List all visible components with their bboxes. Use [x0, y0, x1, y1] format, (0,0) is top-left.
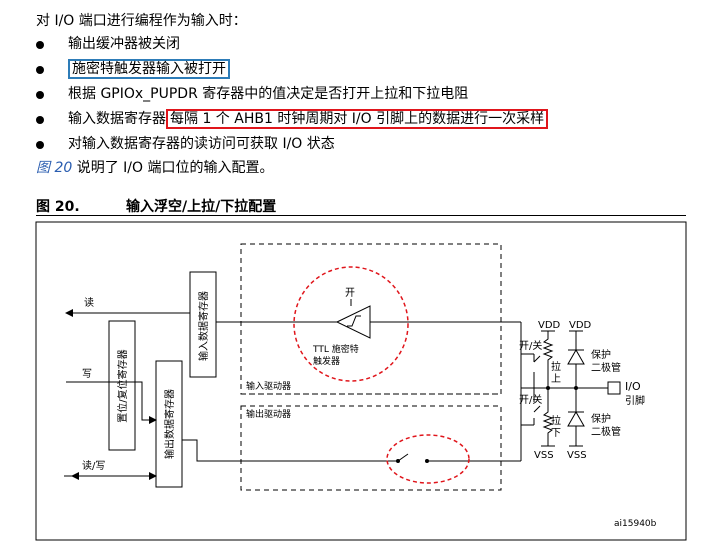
- bullet-text-prefix: 输入数据寄存器: [68, 111, 166, 127]
- figure-reference: 图 20 说明了 I/O 端口位的输入配置。: [36, 157, 273, 177]
- protect-diode-top: [567, 348, 585, 365]
- highlighted-bullet-text: 施密特触发器输入被打开: [68, 59, 230, 79]
- schmitt-highlight-circle: [293, 266, 409, 382]
- trigger-label: 触发器: [313, 355, 340, 367]
- highlighted-bullet-text: 每隔 1 个 AHB1 时钟周期对 I/O 引脚上的数据进行一次采样: [166, 109, 549, 129]
- input-data-register-box: [189, 271, 217, 378]
- write-signal-label: 写: [82, 368, 92, 380]
- input-data-register-label: 输入数据寄存器: [197, 291, 210, 361]
- title-rule: [36, 215, 686, 216]
- svg-text:下: 下: [551, 428, 561, 439]
- output-switch: [397, 453, 409, 462]
- bullet-dot: [36, 66, 44, 74]
- protect-diode-bottom: [567, 410, 585, 427]
- figure-title: 输入浮空/上拉/下拉配置: [126, 199, 277, 215]
- figure-id: ai15940b: [614, 519, 657, 529]
- set-reset-register-box: [108, 320, 136, 451]
- pin-label: 引脚: [625, 394, 645, 407]
- output-data-register-box: [155, 360, 183, 488]
- bullet-list: 输出缓冲器被关闭 施密特触发器输入被打开 根据 GPIOx_PUPDR 寄存器中…: [36, 32, 549, 157]
- svg-text:上: 上: [551, 373, 561, 385]
- bullet-dot: [36, 116, 44, 124]
- bullet-dot: [36, 91, 44, 99]
- protect-diode-sub-top: 二极管: [591, 361, 621, 374]
- pulldown-label: 拉: [551, 414, 561, 427]
- bullet-text: 根据 GPIOx_PUPDR 寄存器中的值决定是否打开上拉和下拉电阻: [68, 86, 469, 102]
- input-driver-label: 输入驱动器: [246, 380, 291, 392]
- onoff-bottom-label: 开/关: [519, 393, 542, 406]
- bullet-text: 对输入数据寄存器的读访问可获取 I/O 状态: [68, 136, 335, 152]
- input-driver-region: [240, 243, 502, 395]
- intro-text: 对 I/O 端口进行编程作为输入时：: [36, 13, 247, 29]
- onoff-top-label: 开/关: [519, 339, 542, 352]
- rw-signal-label: 读/写: [82, 459, 105, 472]
- vdd-right-label: VDD: [569, 320, 592, 331]
- bullet-dot: [36, 41, 44, 49]
- io-label: I/O: [625, 380, 641, 393]
- vdd-left-label: VDD: [538, 320, 561, 331]
- bullet-dot: [36, 141, 44, 149]
- output-driver-label: 输出驱动器: [246, 408, 291, 420]
- protect-diode-label-bottom: 保护: [591, 412, 611, 425]
- set-reset-register-label: 置位/复位寄存器: [116, 349, 129, 422]
- bullet-item: 输入数据寄存器每隔 1 个 AHB1 时钟周期对 I/O 引脚上的数据进行一次采…: [36, 107, 549, 132]
- figure-number: 图 20.: [36, 199, 80, 215]
- bullet-text: 输出缓冲器被关闭: [68, 36, 180, 52]
- pullup-resistor: [542, 331, 554, 388]
- protect-diode-label-top: 保护: [591, 348, 611, 361]
- bullet-item: 对输入数据寄存器的读访问可获取 I/O 状态: [36, 132, 548, 157]
- output-data-register-label: 输出数据寄存器: [163, 389, 176, 459]
- protect-diode-sub-bottom: 二极管: [591, 425, 621, 438]
- io-pin-symbol: [607, 381, 621, 395]
- read-signal-label: 读: [84, 296, 94, 309]
- switch-highlight-circle: [386, 434, 470, 484]
- vss-right-label: VSS: [567, 450, 587, 461]
- on-label: 开: [345, 288, 355, 299]
- pulldown-switch: [533, 405, 541, 413]
- bullet-item: 施密特触发器输入被打开: [36, 57, 548, 82]
- ttl-schmitt-label: TTL 施密特: [312, 343, 359, 355]
- pullup-label: 拉: [551, 360, 561, 373]
- bullet-item: 根据 GPIOx_PUPDR 寄存器中的值决定是否打开上拉和下拉电阻: [36, 82, 548, 107]
- diagram-frame: [35, 221, 687, 541]
- pulldown-resistor: [542, 388, 554, 446]
- vss-left-label: VSS: [534, 450, 554, 461]
- pullup-switch: [533, 355, 541, 363]
- bullet-item: 输出缓冲器被关闭: [36, 32, 548, 57]
- output-driver-region: [240, 405, 502, 491]
- figure-link[interactable]: 图 20: [36, 160, 73, 176]
- figure-reference-text: 说明了 I/O 端口位的输入配置。: [72, 160, 274, 176]
